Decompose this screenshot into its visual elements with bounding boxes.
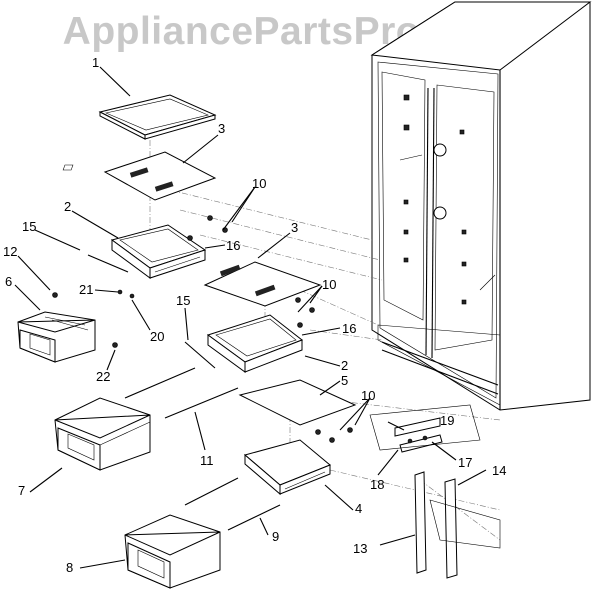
- part-2-shelf-upper: [110, 224, 207, 279]
- callout-17: 17: [458, 455, 472, 470]
- callout-4: 4: [355, 501, 362, 516]
- callout-9: 9: [272, 529, 279, 544]
- callout-5: 5: [341, 373, 348, 388]
- part-1-shelf: [98, 94, 217, 140]
- part-5-glass: [238, 379, 357, 426]
- part-9-slide-rails: [184, 477, 281, 531]
- callout-2: 2: [341, 358, 348, 373]
- part-15-rail-upper: [87, 254, 129, 273]
- callout-18: 18: [370, 477, 384, 492]
- callout-12: 12: [3, 244, 17, 259]
- callout-7: 7: [18, 483, 25, 498]
- callout-10: 10: [252, 176, 266, 191]
- callout-10: 10: [361, 388, 375, 403]
- callout-15: 15: [22, 219, 36, 234]
- parts-13-14-channels: [414, 471, 501, 579]
- part-8-drawer: [124, 514, 221, 589]
- callout-2: 2: [64, 199, 71, 214]
- part-15-rail-middle: [184, 341, 216, 369]
- callout-10: 10: [322, 277, 336, 292]
- leader-lines: [14, 66, 487, 569]
- callout-16: 16: [226, 238, 240, 253]
- part-7-drawer: [54, 397, 151, 471]
- callout-19: 19: [440, 413, 454, 428]
- callout-14: 14: [492, 463, 506, 478]
- callout-6: 6: [5, 274, 12, 289]
- callout-15: 15: [176, 293, 190, 308]
- callout-22: 22: [96, 369, 110, 384]
- callout-8: 8: [66, 560, 73, 575]
- part-3-glass-middle: [203, 261, 322, 307]
- callout-20: 20: [150, 329, 164, 344]
- callout-13: 13: [353, 541, 367, 556]
- part-3-glass-upper: [62, 151, 217, 201]
- parts-17-18-19: [369, 404, 481, 453]
- callout-11: 11: [200, 453, 214, 468]
- callout-3: 3: [218, 121, 225, 136]
- callout-1: 1: [92, 55, 99, 70]
- callouts: 1 2 2 3 3 4 5 6 7 8 9 10 10 10 11 12 13 …: [3, 55, 506, 575]
- part-2-shelf-middle: [206, 314, 304, 373]
- refrigerator-cabinet: [370, 1, 592, 411]
- part-4-shelf-lower: [243, 439, 331, 496]
- part-6-drawer: [17, 311, 96, 363]
- callout-16: 16: [342, 321, 356, 336]
- callout-3: 3: [291, 220, 298, 235]
- part-11-slide-rails: [124, 367, 239, 419]
- callout-21: 21: [79, 282, 93, 297]
